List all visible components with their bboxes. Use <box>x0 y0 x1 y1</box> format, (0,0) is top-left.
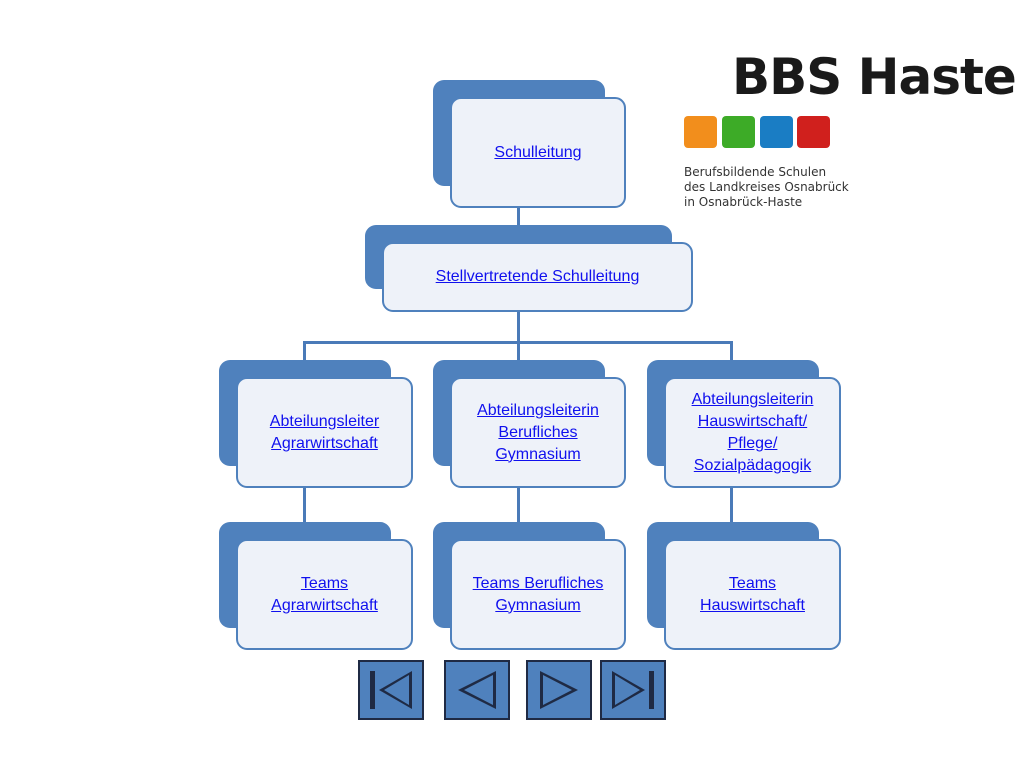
logo-subtitle-line: des Landkreises Osnabrück <box>684 180 849 194</box>
node-label-line: Abteilungsleiter <box>269 412 380 430</box>
node-label-line: Berufliches <box>498 423 578 441</box>
node-link-abteilungsleiterin-hauswirtschaft[interactable]: Abteilungsleiterin Hauswirtschaft/ Pfleg… <box>692 389 814 477</box>
node-label-line: Agrarwirtschaft <box>271 434 378 452</box>
next-triangle-icon <box>540 671 578 709</box>
logo-subtitle-line: Berufsbildende Schulen <box>684 165 827 179</box>
previous-triangle-icon <box>458 671 496 709</box>
node-label-line: Gymnasium <box>495 596 581 614</box>
node-label-line: Agrarwirtschaft <box>271 596 378 614</box>
node-card[interactable]: Teams Hauswirtschaft <box>664 539 841 650</box>
node-label-line: Hauswirtschaft/ <box>697 412 808 430</box>
logo-title: BBS Haste <box>732 48 1017 106</box>
logo-subtitle-line: in Osnabrück-Haste <box>684 195 803 209</box>
node-label-line: Teams <box>300 574 349 592</box>
connector-line <box>730 341 733 361</box>
logo-square-orange <box>684 116 717 148</box>
node-label-line: Teams <box>728 574 777 592</box>
node-label-line: Sozialpädagogik <box>693 456 812 474</box>
connector-line <box>303 341 306 361</box>
node-card[interactable]: Stellvertretende Schulleitung <box>382 242 693 312</box>
node-link-schulleitung[interactable]: Schulleitung <box>494 142 581 164</box>
node-label-line: Stellvertretende Schulleitung <box>435 268 640 285</box>
connector-line <box>517 207 520 227</box>
connector-line <box>517 312 520 342</box>
node-link-teams-agrarwirtschaft[interactable]: Teams Agrarwirtschaft <box>271 573 378 617</box>
skip-to-last-icon <box>612 671 654 709</box>
node-label-line: Hauswirtschaft <box>700 596 805 614</box>
node-card[interactable]: Schulleitung <box>450 97 626 208</box>
node-card[interactable]: Abteilungsleiterin Hauswirtschaft/ Pfleg… <box>664 377 841 488</box>
nav-next-button[interactable] <box>526 660 592 720</box>
node-label-line: Gymnasium <box>495 445 581 463</box>
node-label-line: Schulleitung <box>494 143 582 161</box>
skip-to-first-icon <box>370 671 412 709</box>
connector-line <box>730 488 733 523</box>
node-link-stellvertretende-schulleitung[interactable]: Stellvertretende Schulleitung <box>436 266 640 288</box>
logo-square-green <box>722 116 755 148</box>
node-label-line: Abteilungsleiterin <box>477 401 599 419</box>
connector-line <box>517 341 520 361</box>
logo-square-red <box>797 116 830 148</box>
node-link-abteilungsleiter-agrarwirtschaft[interactable]: Abteilungsleiter Agrarwirtschaft <box>270 411 379 455</box>
node-card[interactable]: Abteilungsleiter Agrarwirtschaft <box>236 377 413 488</box>
connector-line <box>517 488 520 523</box>
node-link-teams-hauswirtschaft[interactable]: Teams Hauswirtschaft <box>700 573 805 617</box>
node-label-line: Teams Berufliches <box>472 574 604 592</box>
connector-line <box>303 488 306 523</box>
node-label-line: Abteilungsleiterin <box>691 390 814 408</box>
node-card[interactable]: Abteilungsleiterin Berufliches Gymnasium <box>450 377 626 488</box>
node-link-abteilungsleiterin-berufliches-gymnasium[interactable]: Abteilungsleiterin Berufliches Gymnasium <box>477 400 599 466</box>
logo-square-blue <box>760 116 793 148</box>
node-card[interactable]: Teams Agrarwirtschaft <box>236 539 413 650</box>
nav-last-button[interactable] <box>600 660 666 720</box>
logo-subtitle: Berufsbildende Schulen des Landkreises O… <box>684 165 854 210</box>
nav-first-button[interactable] <box>358 660 424 720</box>
node-link-teams-berufliches-gymnasium[interactable]: Teams Berufliches Gymnasium <box>473 573 604 617</box>
node-card[interactable]: Teams Berufliches Gymnasium <box>450 539 626 650</box>
nav-previous-button[interactable] <box>444 660 510 720</box>
node-label-line: Pflege/ <box>727 434 778 452</box>
